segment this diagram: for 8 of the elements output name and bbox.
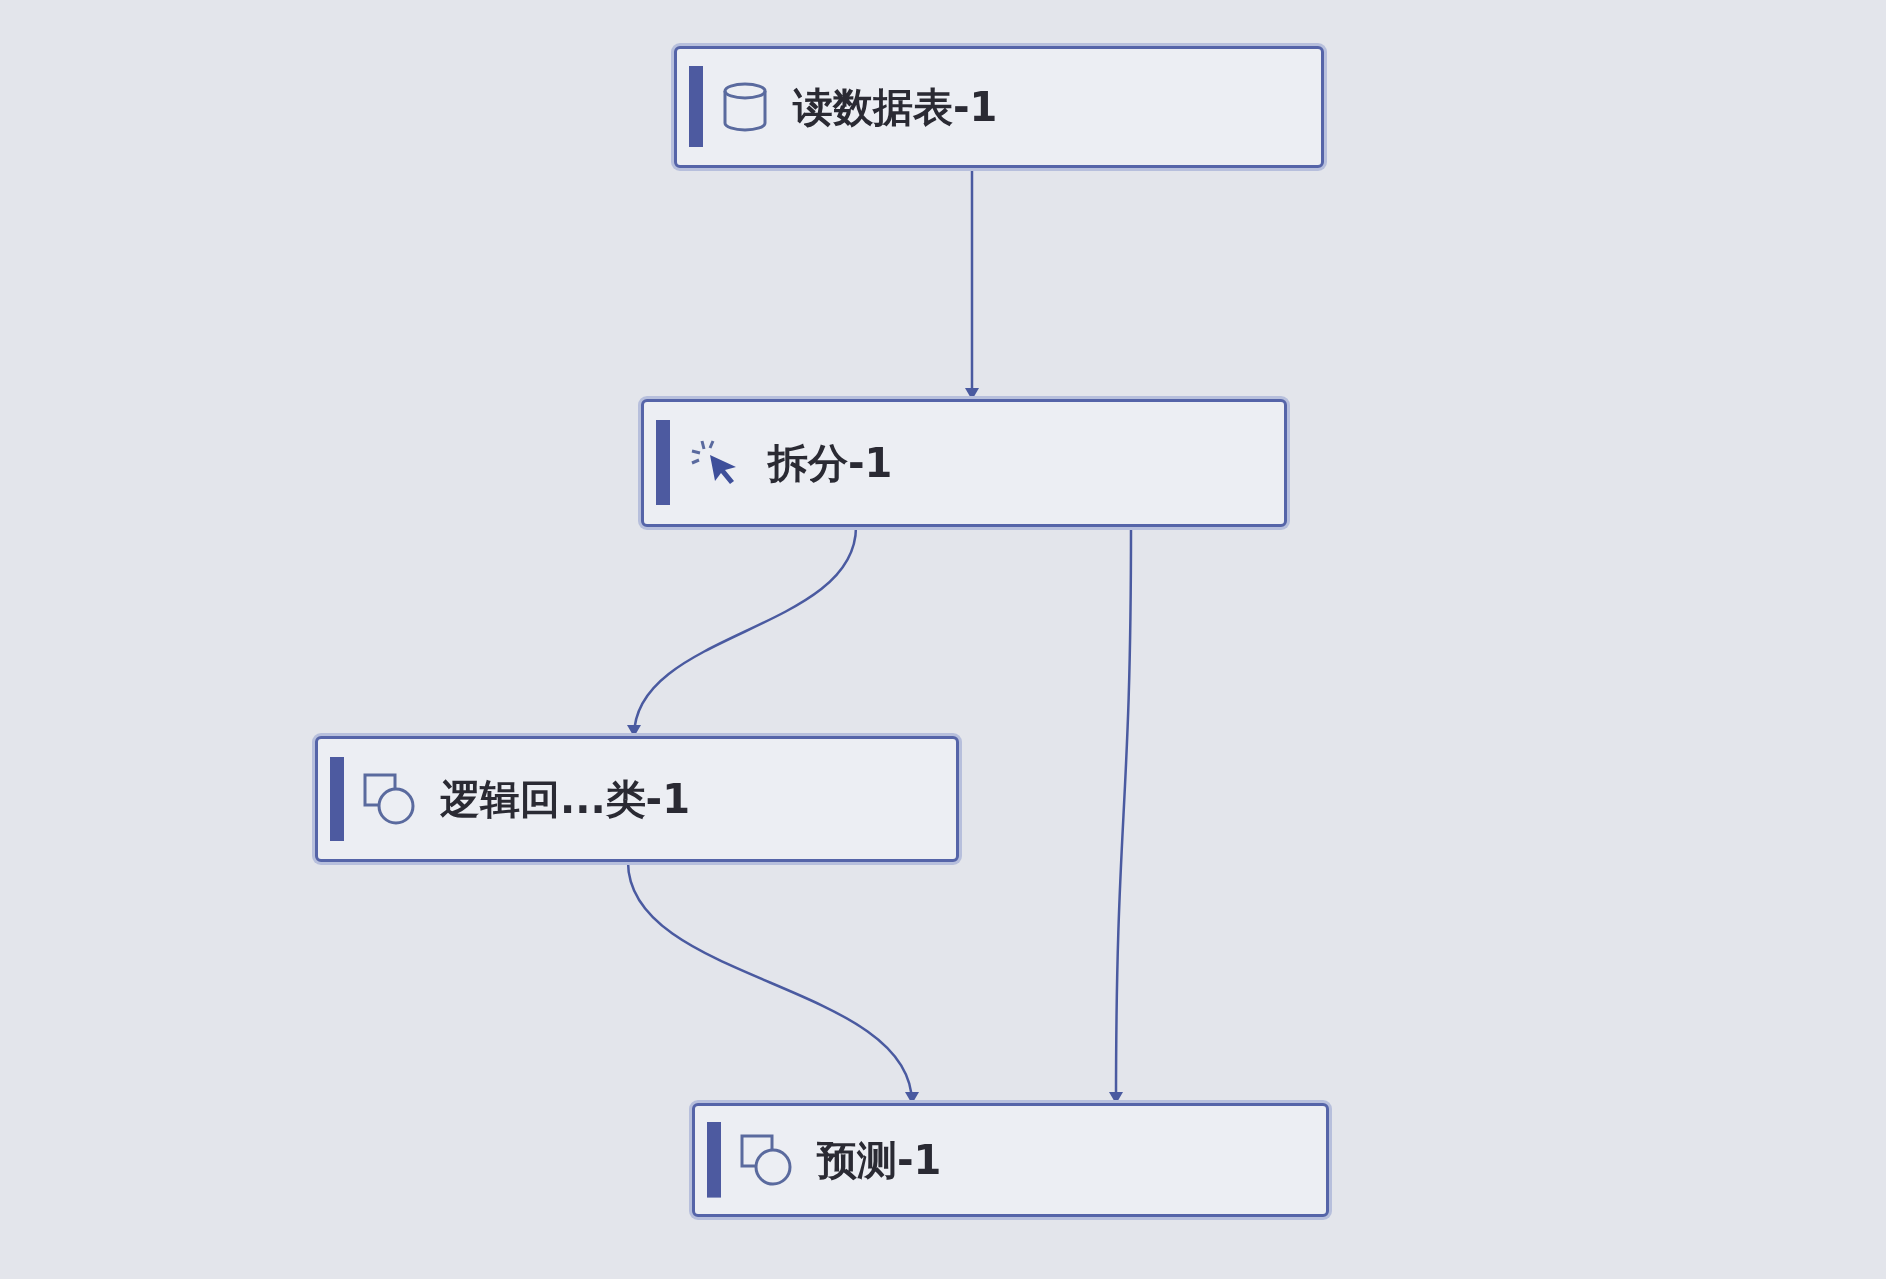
process-box (641, 399, 1287, 527)
node-label: 读数据表-1 (793, 83, 998, 132)
process-box (674, 46, 1324, 168)
node-label: 拆分-1 (768, 439, 893, 488)
node-label: 预测-1 (817, 1136, 942, 1185)
process-box (692, 1103, 1329, 1217)
process-box (315, 736, 959, 862)
node-label: 逻辑回...类-1 (440, 775, 691, 824)
